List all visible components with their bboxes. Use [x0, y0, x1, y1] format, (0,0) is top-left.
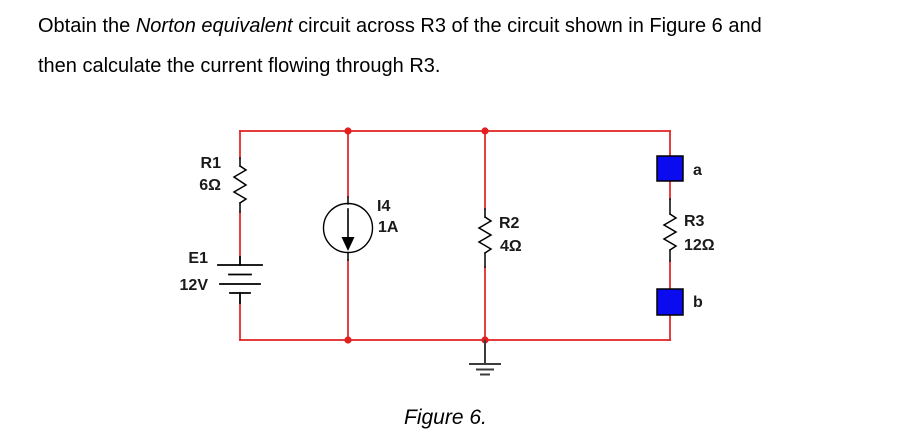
resistor-r2-symbol — [477, 208, 493, 268]
current-source-i4-symbol — [322, 196, 374, 261]
problem-line1-suffix: circuit across R3 of the circuit shown i… — [292, 15, 762, 37]
problem-line1-prefix: Obtain the — [38, 15, 136, 37]
junction-dot-top-r2 — [481, 127, 489, 135]
component-symbols — [217, 157, 678, 304]
label-r1-value: 6Ω — [199, 177, 221, 194]
terminal-a-square — [656, 155, 684, 182]
figure-caption: Figure 6. — [404, 406, 487, 429]
label-r2-value: 4Ω — [500, 238, 522, 255]
label-r3-value: 12Ω — [684, 237, 715, 254]
problem-statement: Obtain the Norton equivalent circuit acr… — [38, 6, 762, 86]
ground-symbol — [469, 340, 501, 376]
label-terminal-a: a — [693, 162, 702, 179]
resistor-r3-symbol — [662, 198, 678, 262]
current-arrow-head — [341, 237, 355, 251]
label-r2-name: R2 — [499, 215, 520, 232]
junction-dot-bottom-source — [344, 336, 352, 344]
resistor-r1-symbol — [232, 157, 248, 213]
terminals — [656, 155, 684, 316]
problem-line-2: then calculate the current flowing throu… — [38, 55, 441, 77]
label-e1-name: E1 — [188, 250, 208, 267]
junction-dots — [344, 127, 489, 344]
label-r3-name: R3 — [684, 213, 705, 230]
problem-line1-italic: Norton equivalent — [135, 15, 293, 37]
label-r1-name: R1 — [201, 155, 222, 172]
label-i4-name: I4 — [377, 198, 390, 215]
wires — [239, 130, 671, 341]
problem-line-1: Obtain the Norton equivalent circuit acr… — [38, 6, 762, 46]
battery-e1-symbol — [217, 256, 263, 304]
terminal-b-square — [656, 288, 684, 316]
label-e1-value: 12V — [180, 277, 209, 294]
component-labels: R1 6Ω E1 12V I4 1A R2 4Ω R3 12Ω a b — [180, 155, 715, 311]
label-i4-value: 1A — [378, 219, 399, 236]
junction-dot-top-source — [344, 127, 352, 135]
label-terminal-b: b — [693, 294, 703, 311]
